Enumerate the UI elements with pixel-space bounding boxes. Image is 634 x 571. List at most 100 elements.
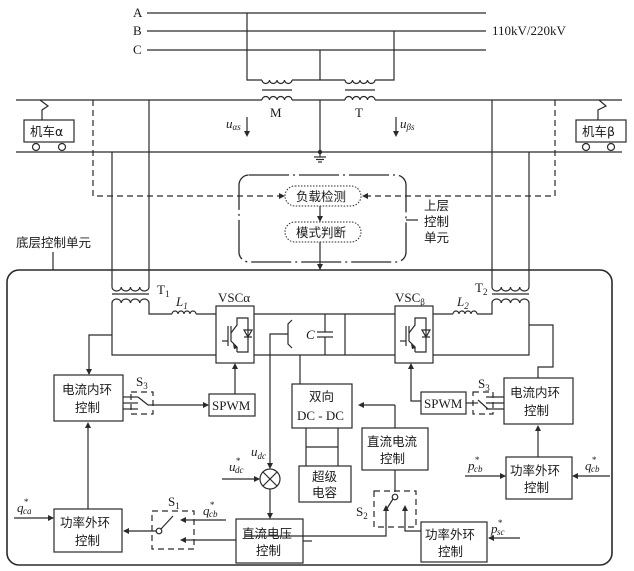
- switch-s3-right[interactable]: S3: [466, 376, 504, 415]
- dcdc-line1: 双向: [309, 389, 334, 404]
- power-outer-loop-right: [505, 456, 573, 500]
- igbt-icon: [222, 317, 254, 353]
- phase-a-label: A: [133, 5, 143, 20]
- u-beta-label: uβs: [400, 116, 415, 132]
- vsc-beta-label: VSCβ: [395, 290, 425, 307]
- transformer-m: M: [261, 79, 293, 120]
- spwm-left-label: SPWM: [212, 398, 251, 413]
- transformer-t: T: [344, 79, 376, 120]
- mode-judge-label: 模式判断: [296, 225, 346, 240]
- inductor-l1: [171, 310, 197, 315]
- three-phase-grid: A B C 110kV/220kV: [133, 5, 567, 81]
- qca-ref-label: q*ca: [17, 497, 32, 516]
- transformer-m-label: M: [270, 105, 282, 120]
- s1-label: S1: [168, 494, 180, 511]
- u-alpha-label: uαs: [226, 116, 241, 132]
- wire-t1-l1: [148, 303, 172, 315]
- load-detect-label: 负载检测: [296, 189, 346, 204]
- upper-label-line3: 单元: [424, 230, 449, 245]
- wire-t1-return: [111, 303, 216, 356]
- dc-current-line2: 控制: [380, 451, 405, 466]
- vsc-beta-box: [394, 305, 434, 364]
- dc-current-line1: 直流电流: [367, 434, 418, 449]
- locomotive-beta: 机车β: [575, 99, 627, 152]
- power-outer-left-line1: 功率外环: [60, 515, 110, 530]
- power-outer-loop-left: [53, 508, 123, 553]
- wheel-icon: [606, 142, 616, 152]
- wire-left-current-sense: [88, 334, 112, 374]
- pantograph-icon: [597, 99, 608, 120]
- upper-label-line1: 上层: [424, 198, 449, 213]
- igbt-icon: [400, 317, 432, 353]
- pcb-ref-label: p*cb: [467, 455, 483, 474]
- qcb-ref-s1-label: q*cb: [203, 500, 218, 519]
- upper-control-unit: 上层 控制 单元 负载检测 模式判断: [238, 174, 449, 270]
- transformer-t-label: T: [355, 105, 363, 120]
- load-detect-block: [284, 185, 362, 207]
- vsc-beta-to-spwm: [410, 366, 421, 402]
- s3-left-label: S3: [136, 374, 148, 391]
- mode-judge-block: [284, 221, 362, 243]
- udc-ref-label: u*dc: [229, 456, 244, 475]
- wheel-icon: [57, 142, 67, 152]
- dc-voltage-line2: 控制: [256, 543, 281, 558]
- capacitor-label: C: [306, 327, 315, 342]
- lower-control-frame: [6, 269, 613, 566]
- psc-ref-label: p*sc: [490, 518, 505, 537]
- inductor-l2: [452, 310, 478, 315]
- lower-control-unit: 底层控制单元: [6, 235, 613, 566]
- vsc-alpha: VSCα: [215, 290, 255, 364]
- dc-current-control-block: [361, 427, 429, 471]
- measure-line-alpha: [92, 100, 279, 197]
- locomotive-beta-label: 机车β: [582, 124, 615, 139]
- wire-l2-t2: [477, 303, 493, 315]
- measure-line-beta: [368, 100, 556, 197]
- transformer-t2: T2: [475, 280, 530, 304]
- power-outer-left-line2: 控制: [75, 533, 100, 548]
- current-inner-right-line1: 电流内环: [510, 385, 560, 400]
- locomotive-beta-body: [575, 119, 627, 143]
- vsc-beta: VSCβ: [394, 290, 434, 364]
- switch-s3-left[interactable]: S3: [123, 374, 209, 415]
- catenary-rail: uαs uβs: [16, 99, 622, 163]
- locomotive-alpha-label: 机车α: [30, 124, 63, 139]
- wire-t2-return: [433, 303, 530, 356]
- supercap-line1: 超级: [312, 469, 338, 484]
- dcdc-line2: DC - DC: [297, 408, 344, 423]
- transformer-t1: T1: [111, 282, 169, 304]
- power-outer-sc-line2: 控制: [438, 544, 463, 559]
- dc-voltage-line1: 直流电压: [242, 526, 292, 541]
- wire-b-to-t: [375, 31, 395, 81]
- capacitor-c: C: [306, 314, 333, 355]
- dcdc-converter-block: [291, 383, 353, 429]
- phase-b-label: B: [133, 23, 142, 38]
- s2-label: S2: [356, 504, 368, 521]
- lower-label: 底层控制单元: [16, 235, 91, 250]
- wheel-icon: [31, 142, 41, 152]
- qcb-ref-right-label: q*cb: [585, 455, 600, 474]
- udc-label: udc: [251, 444, 266, 461]
- wheel-icon: [581, 142, 591, 152]
- switch-s1[interactable]: S1: [123, 494, 236, 550]
- s3-right-label: S3: [478, 376, 490, 393]
- ground-icon: [314, 152, 326, 163]
- locomotive-alpha: 机车α: [23, 99, 75, 152]
- supercapacitor-block: [298, 465, 352, 503]
- power-outer-right-line1: 功率外环: [510, 463, 560, 478]
- current-inner-left-line2: 控制: [75, 400, 100, 415]
- vsc-alpha-label: VSCα: [218, 290, 250, 305]
- l1-label: L1: [175, 294, 188, 311]
- current-inner-right-line2: 控制: [524, 403, 549, 418]
- spwm-left-block: [208, 393, 256, 417]
- grid-voltage-label: 110kV/220kV: [492, 23, 567, 38]
- pantograph-icon: [39, 99, 50, 120]
- udc-brace: [287, 319, 293, 349]
- upper-label-line2: 控制: [424, 214, 449, 229]
- locomotive-alpha-body: [23, 119, 75, 143]
- phase-c-label: C: [133, 42, 142, 57]
- wire-a-to-m: [246, 13, 262, 81]
- t1-label: T1: [157, 282, 169, 299]
- spwm-right-label: SPWM: [424, 396, 463, 411]
- supercap-line2: 电容: [312, 485, 337, 500]
